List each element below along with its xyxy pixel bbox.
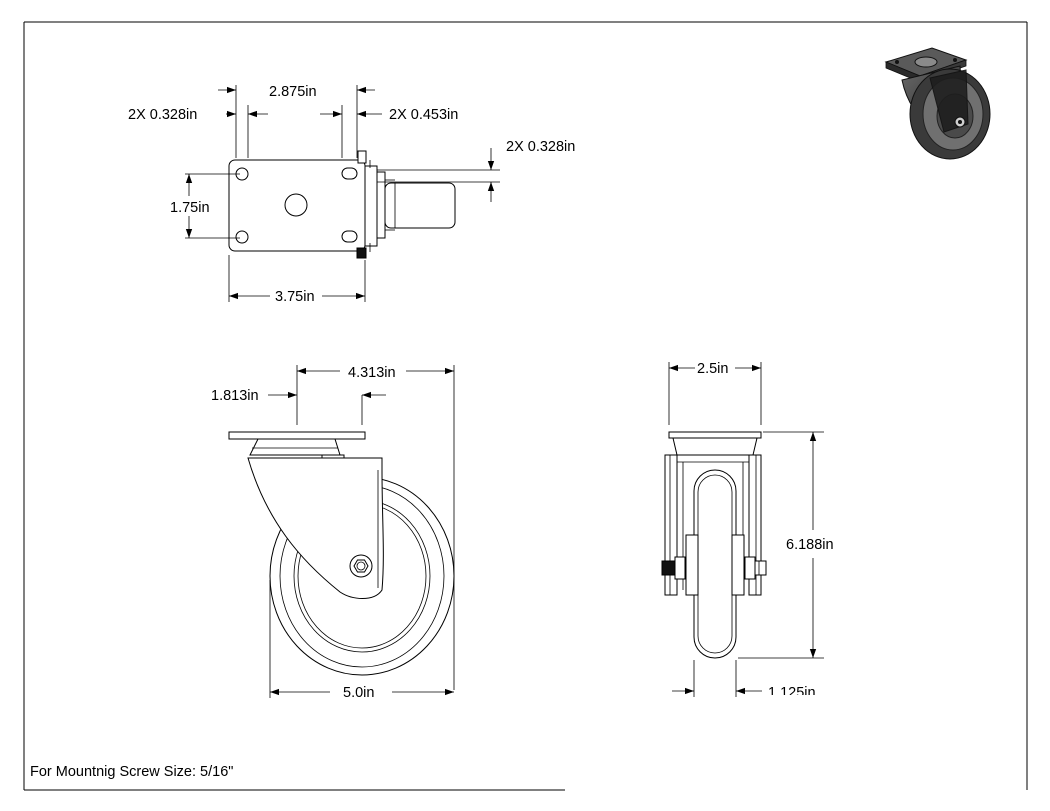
dim-slot-width: 2X 0.453in: [389, 107, 458, 123]
dim-offset-total: 4.313in: [348, 365, 396, 381]
side-view: [228, 431, 455, 676]
top-view-dimensions: [185, 85, 500, 302]
dim-wheel-width: 1.125in: [768, 685, 816, 701]
dim-plate-width: 3.75in: [275, 289, 315, 305]
front-view: [661, 431, 767, 659]
front-view-dimensions: [668, 362, 824, 697]
sheet-border: [23, 21, 1028, 791]
dim-wheel-dia: 5.0in: [343, 685, 374, 701]
dim-wheel-width-clip: 1.125in: [768, 685, 816, 701]
top-view: [228, 150, 456, 259]
dim-hole-spacing-x: 2.875in: [269, 84, 317, 100]
side-view-dimensions: [268, 365, 455, 698]
dim-hole-spacing-y: 1.75in: [170, 200, 210, 216]
dim-swivel-offset: 1.813in: [211, 388, 259, 404]
dim-plate-depth: 2.5in: [697, 361, 728, 377]
dim-plate-hole-dia-left: 2X 0.328in: [128, 107, 197, 123]
dim-overall-height: 6.188in: [786, 537, 834, 553]
isometric-view: [884, 47, 991, 160]
dim-plate-hole-dia-right: 2X 0.328in: [506, 139, 575, 155]
mounting-screw-note: For Mountnig Screw Size: 5/16": [30, 764, 233, 780]
